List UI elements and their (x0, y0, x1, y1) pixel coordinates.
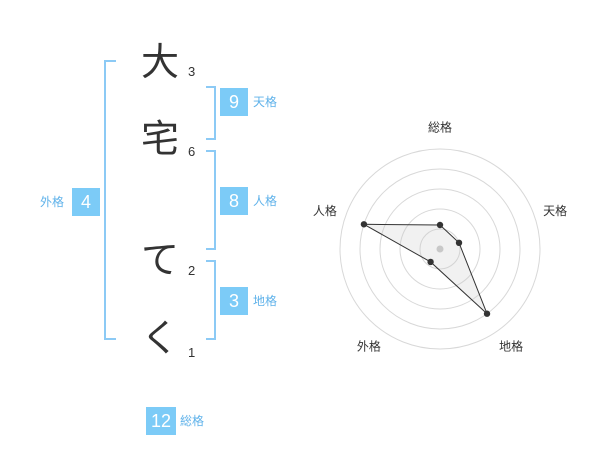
tenkaku-label: 天格 (253, 95, 278, 109)
radar-points (360, 221, 491, 317)
radar-ring-4 (359, 168, 521, 330)
radar-point-3 (427, 258, 434, 266)
chikaku-value: 3 (220, 287, 248, 315)
radar-point-2 (483, 310, 491, 317)
soukaku-value: 12 (146, 407, 176, 435)
jinkaku-label: 人格 (253, 194, 278, 208)
soukaku-label: 総格 (180, 414, 205, 428)
radar-label-0: 総格 (428, 120, 452, 135)
gaikaku-label: 外格 (40, 195, 65, 209)
radar-point-4 (360, 221, 368, 228)
stroke-count-2: 6 (188, 144, 196, 159)
chikaku-bracket (206, 260, 216, 340)
radar-ring-5 (339, 148, 541, 350)
stroke-count-1: 3 (188, 64, 196, 79)
radar-ring-1 (419, 228, 461, 270)
name-char-3: て (140, 238, 179, 282)
radar-point-0 (436, 221, 444, 229)
name-char-2: 宅 (140, 117, 179, 161)
chikaku-label: 地格 (253, 294, 278, 308)
name-char-1: 大 (140, 40, 179, 84)
tenkaku-bracket (206, 86, 216, 140)
tenkaku-value: 9 (220, 88, 248, 116)
radar-label-3: 外格 (357, 338, 381, 353)
radar-center-dot (436, 245, 444, 253)
jinkaku-value: 8 (220, 187, 248, 215)
radar-area (363, 223, 488, 315)
radar-label-1: 天格 (543, 203, 567, 218)
stroke-count-4: 1 (188, 345, 196, 360)
radar-ring-2 (399, 208, 481, 290)
radar-point-1 (455, 239, 463, 247)
gaikaku-value: 4 (72, 188, 100, 216)
radar-ring-3 (379, 188, 501, 310)
radar-rings (339, 148, 541, 350)
radar-label-2: 地格 (499, 338, 523, 353)
name-char-4: く (140, 316, 179, 360)
gaikaku-bracket (104, 60, 116, 340)
jinkaku-bracket (206, 150, 216, 250)
radar-label-4: 人格 (313, 203, 337, 218)
stroke-count-3: 2 (188, 263, 196, 278)
